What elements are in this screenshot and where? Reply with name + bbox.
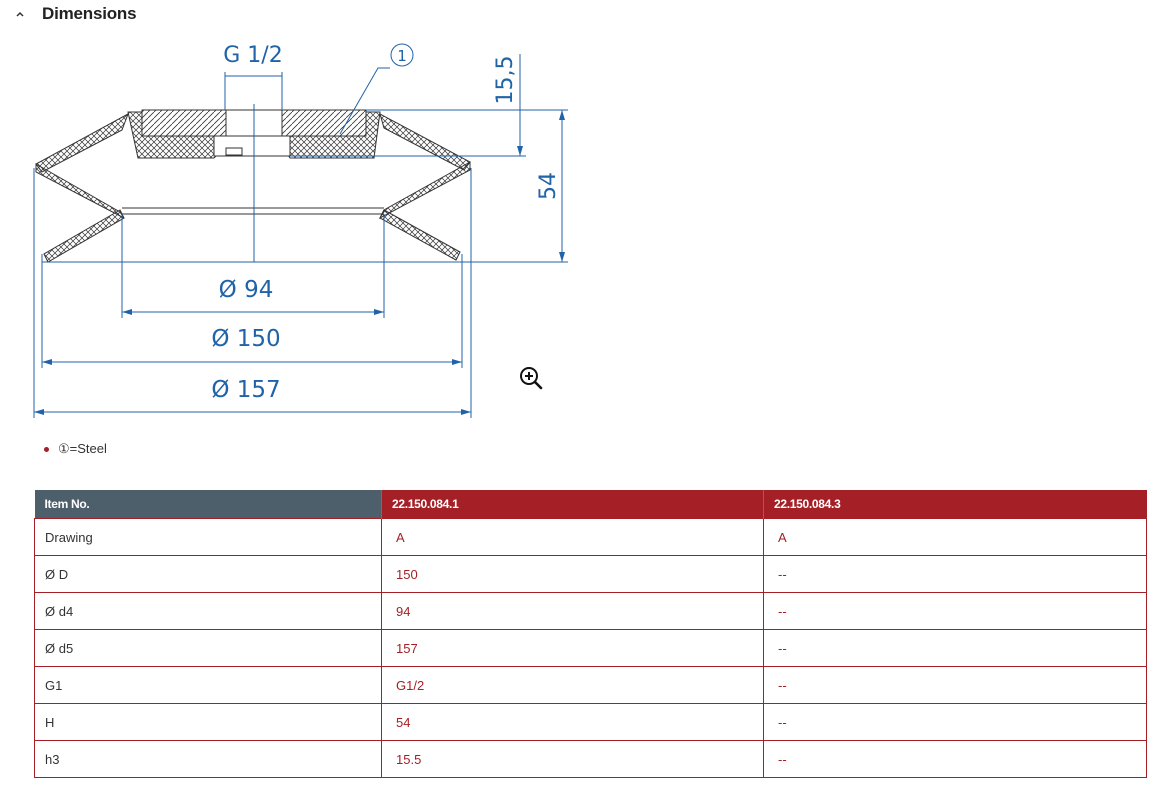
table-header-row: Item No. 22.150.084.1 22.150.084.3 xyxy=(34,490,1147,519)
row-value: -- xyxy=(763,666,1147,704)
section-title: Dimensions xyxy=(42,4,137,23)
callout-number: 1 xyxy=(397,47,407,65)
d4-label: Ø 94 xyxy=(219,277,274,303)
thread-label: G 1/2 xyxy=(223,43,282,68)
row-label: Ø d4 xyxy=(34,592,382,630)
legend-item: ①=Steel xyxy=(58,441,107,456)
h3-label: 15,5 xyxy=(493,56,518,105)
rubber-body xyxy=(35,109,471,263)
d-label: Ø 150 xyxy=(211,326,280,352)
row-value: 54 xyxy=(381,703,764,741)
table-row: Ø D 150 -- xyxy=(34,555,1147,593)
row-value: A xyxy=(381,518,764,556)
dimension-arrows xyxy=(34,110,565,415)
row-value: 15.5 xyxy=(381,740,764,778)
d5-label: Ø 157 xyxy=(211,377,280,403)
row-value: A xyxy=(763,518,1147,556)
row-value: -- xyxy=(763,703,1147,741)
dimensions-table: Item No. 22.150.084.1 22.150.084.3 Drawi… xyxy=(34,490,1147,778)
header-item-3: 22.150.084.3 xyxy=(763,490,1147,519)
table-row: Ø d5 157 -- xyxy=(34,629,1147,667)
legend-list: ①=Steel xyxy=(44,441,107,457)
row-value: 150 xyxy=(381,555,764,593)
table-row: H 54 -- xyxy=(34,703,1147,741)
table-row: G1 G1/2 -- xyxy=(34,666,1147,704)
row-value: -- xyxy=(763,555,1147,593)
row-value: 157 xyxy=(381,629,764,667)
row-value: -- xyxy=(763,629,1147,667)
table-row: Ø d4 94 -- xyxy=(34,592,1147,630)
bullet-icon xyxy=(44,446,49,452)
steel-insert xyxy=(141,109,367,137)
table-row: Drawing A A xyxy=(34,518,1147,556)
table-row: h3 15.5 -- xyxy=(34,740,1147,778)
row-label: Drawing xyxy=(34,518,382,556)
row-value: -- xyxy=(763,740,1147,778)
row-value: 94 xyxy=(381,592,764,630)
header-item-1: 22.150.084.1 xyxy=(381,490,764,519)
height-label: 54 xyxy=(536,172,561,200)
dimensions-toggle[interactable]: Dimensions xyxy=(14,3,137,25)
callout-circle xyxy=(390,43,414,67)
header-item-no: Item No. xyxy=(34,490,382,519)
row-label: H xyxy=(34,703,382,741)
dimension-drawing: G 1/2 1 15,5 54 Ø 94 Ø 150 Ø 157 xyxy=(33,43,568,418)
dimension-lines xyxy=(33,54,568,418)
row-value: G1/2 xyxy=(381,666,764,704)
row-label: Ø D xyxy=(34,555,382,593)
row-label: h3 xyxy=(34,740,382,778)
row-label: Ø d5 xyxy=(34,629,382,667)
zoom-in-icon[interactable] xyxy=(518,365,544,391)
row-value: -- xyxy=(763,592,1147,630)
chevron-up-icon xyxy=(16,11,24,17)
row-label: G1 xyxy=(34,666,382,704)
